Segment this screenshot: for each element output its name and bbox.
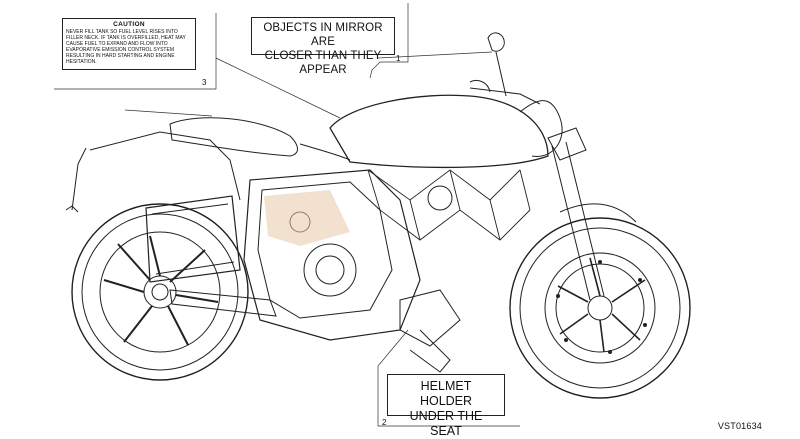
- mirror-line-2: CLOSER THAN THEY APPEAR: [264, 50, 382, 76]
- caution-title: CAUTION: [113, 21, 145, 28]
- callout-3: 3: [202, 78, 207, 87]
- caution-text: NEVER FILL TANK SO FUEL LEVEL RISES INTO…: [66, 29, 186, 65]
- tank-seat: [169, 94, 549, 169]
- engine-highlight: [264, 190, 350, 246]
- leader-lines: [54, 3, 520, 427]
- callout-2: 2: [382, 418, 387, 427]
- mirror-label: OBJECTS IN MIRROR ARE CLOSER THAN THEY A…: [251, 17, 395, 76]
- front-wheel: [509, 217, 691, 399]
- swingarm: [169, 289, 277, 317]
- rear-wheel: [71, 203, 249, 381]
- helmet-line-2: UNDER THE SEAT: [409, 409, 483, 438]
- reference-code: VST01634: [717, 421, 762, 431]
- exhaust: [145, 195, 241, 283]
- helmet-label: HELMET HOLDER UNDER THE SEAT: [387, 374, 505, 438]
- tail-section: [65, 131, 241, 213]
- helmet-line-1: HELMET HOLDER: [419, 379, 473, 408]
- caution-label: CAUTION NEVER FILL TANK SO FUEL LEVEL RI…: [62, 18, 196, 70]
- engine: [243, 169, 461, 373]
- callout-1: 1: [396, 54, 401, 63]
- handlebar-mirror: [469, 32, 541, 105]
- trellis-frame: [367, 169, 531, 241]
- mirror-line-1: OBJECTS IN MIRROR ARE: [263, 22, 383, 48]
